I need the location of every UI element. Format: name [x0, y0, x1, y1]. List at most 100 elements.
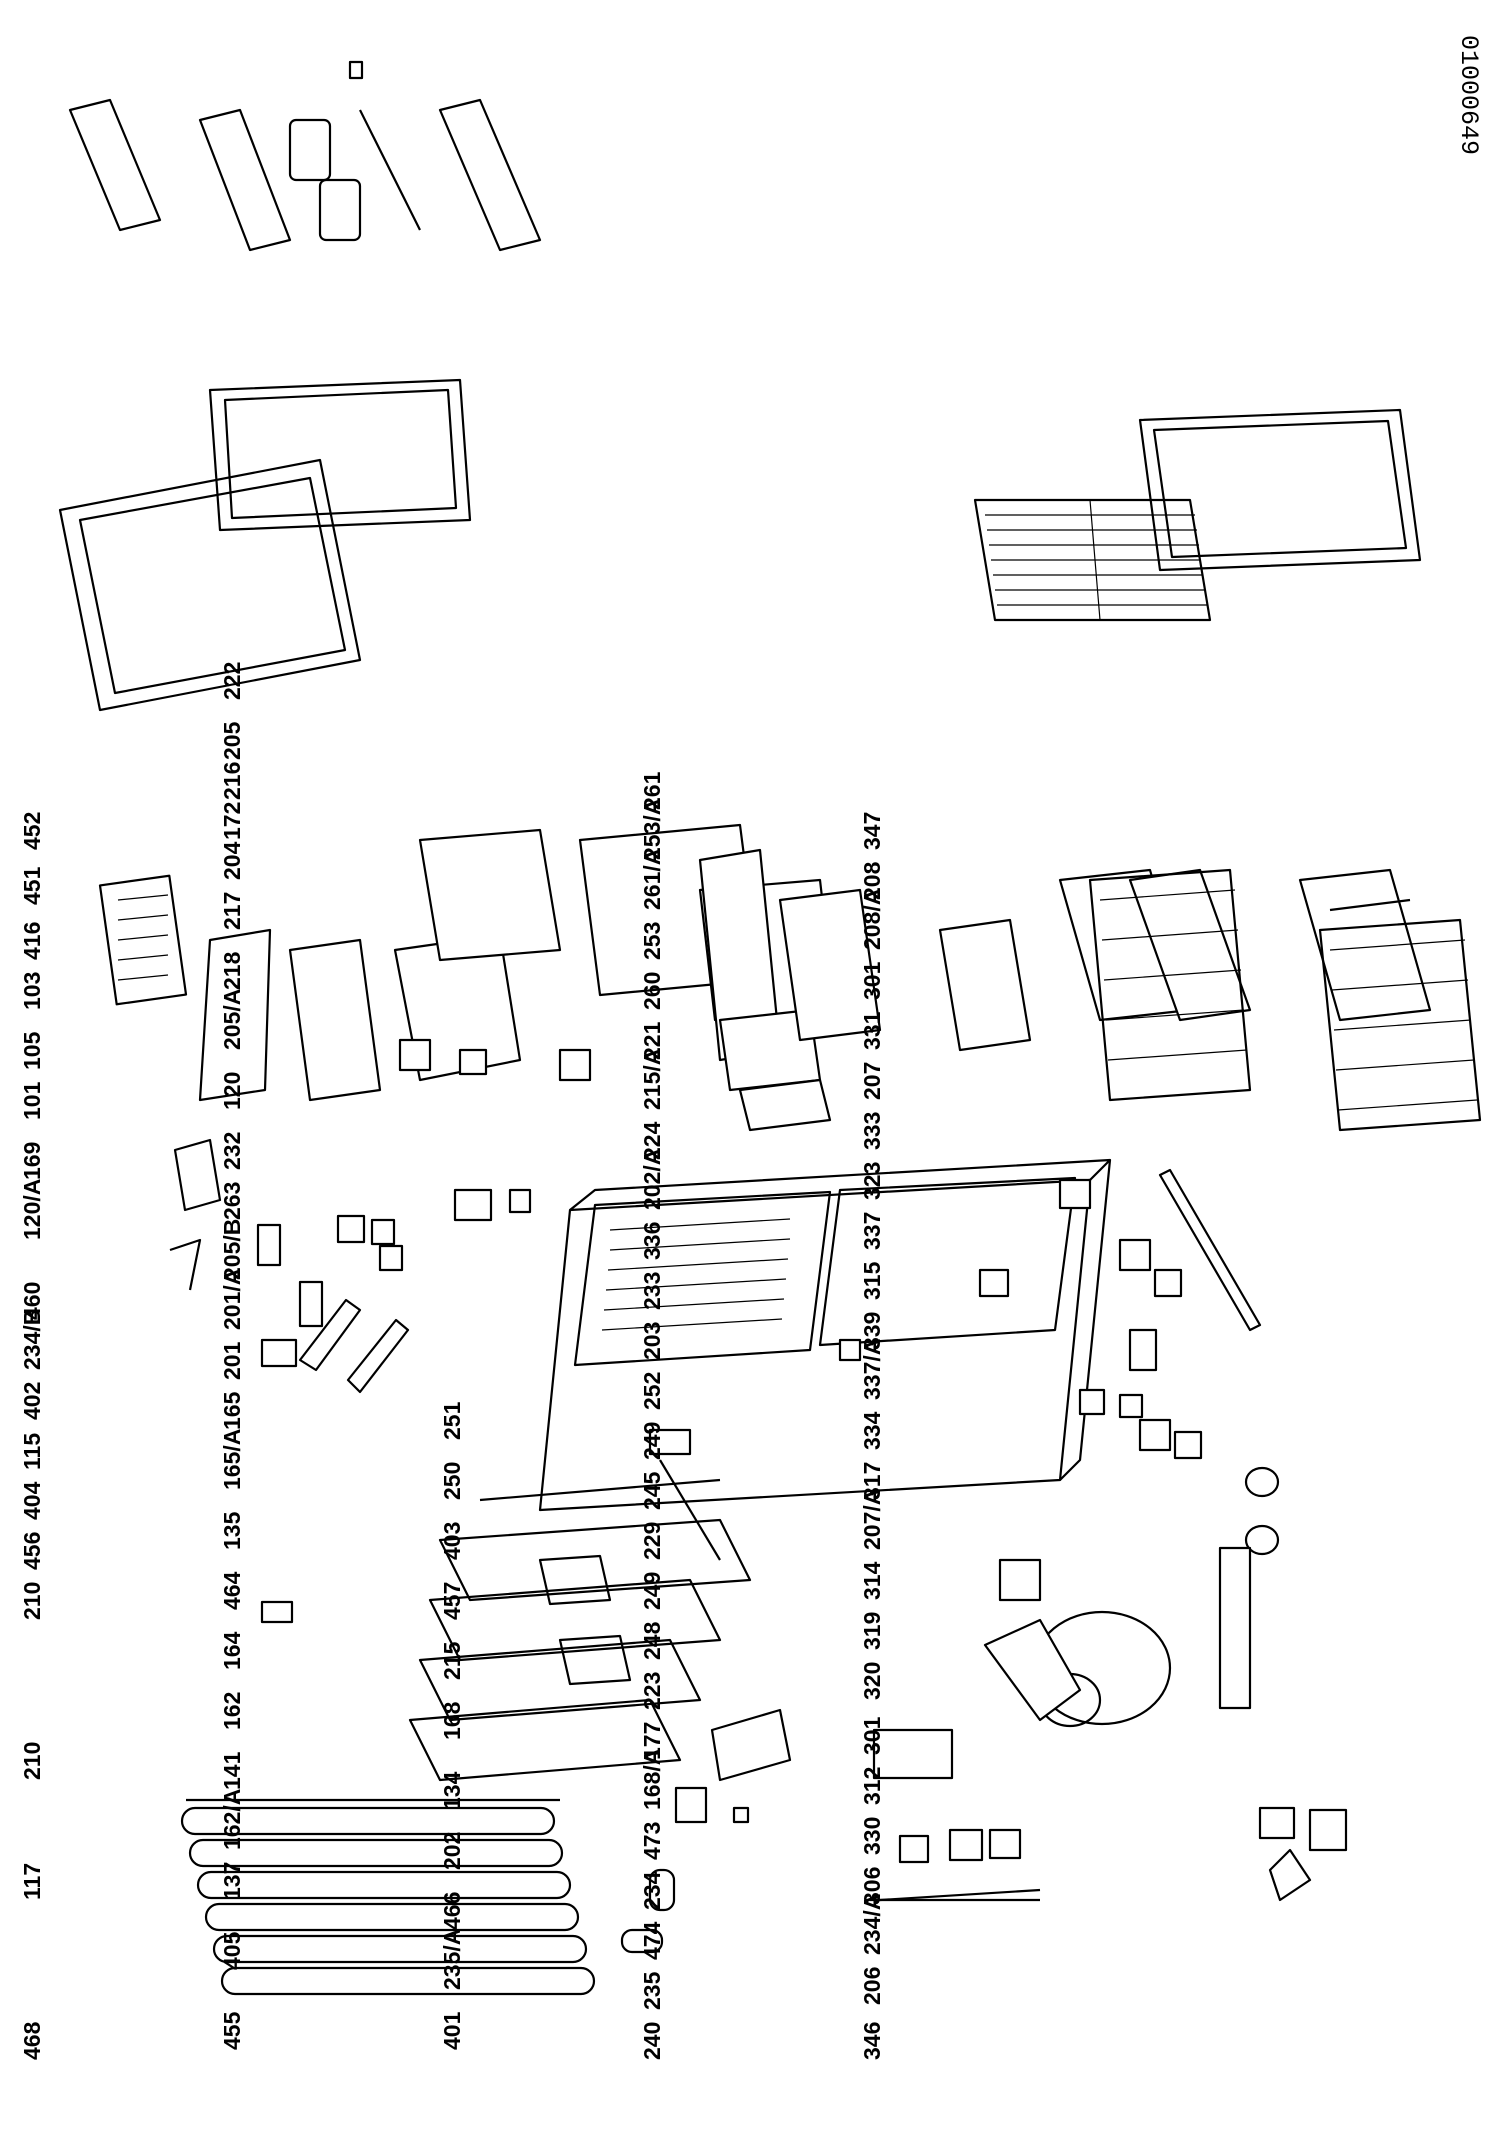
part-label: 234 [639, 1871, 665, 1910]
part-label: 215 [439, 1641, 465, 1680]
wire-baskets [1088, 868, 1482, 1132]
part-label: 323 [859, 1162, 885, 1200]
part-label: 315 [859, 1261, 885, 1300]
part-label: 205/B [219, 1219, 245, 1280]
part-label: 172 [219, 802, 245, 840]
part-label: 333 [859, 1112, 885, 1150]
part-label: 105 [19, 1031, 45, 1070]
part-label: 162 [219, 1692, 245, 1730]
part-label: 232 [219, 1132, 245, 1170]
part-label: 347 [859, 812, 885, 850]
part-label: 337 [859, 1212, 885, 1250]
part-label: 164 [219, 1631, 245, 1670]
part-label: 240 [639, 2022, 665, 2060]
part-label: 210 [19, 1742, 45, 1780]
part-label: 245 [639, 1471, 665, 1510]
evaporator-coil-part-210 [408, 1459, 752, 1782]
part-label: 202 [439, 1832, 465, 1870]
part-label: 456 [19, 1532, 45, 1570]
part-label: 206 [859, 1967, 885, 2005]
condenser-coil-part-117 [180, 1798, 596, 1996]
part-label: 217 [219, 892, 245, 930]
part-label: 117 [19, 1863, 45, 1900]
part-label: 201/A [219, 1269, 245, 1330]
part-label: 202/A [639, 1149, 665, 1210]
part-label: 205 [219, 721, 245, 760]
misc-parts-bottom-left [260, 1600, 1040, 1954]
part-label: 250 [439, 1462, 465, 1500]
part-labels: 468117210210456404115402234/B460120/A169… [19, 662, 885, 2060]
part-label: 331 [859, 1011, 885, 1050]
compressor-part-101 [879, 1466, 1348, 1902]
part-label: 330 [859, 1817, 885, 1855]
part-label: 169 [19, 1142, 45, 1180]
part-label: 261 [639, 771, 665, 810]
part-label: 233 [639, 1272, 665, 1310]
part-label: 452 [19, 812, 45, 850]
part-label: 235/A [439, 1929, 465, 1990]
part-label: 168 [439, 1701, 465, 1740]
part-label: 252 [639, 1372, 665, 1410]
part-label: 215/A [639, 1049, 665, 1110]
part-label: 468 [19, 2021, 45, 2060]
part-label: 317 [859, 1462, 885, 1500]
part-label: 165/A [219, 1429, 245, 1490]
part-label: 222 [219, 662, 245, 700]
part-label: 416 [19, 922, 45, 960]
part-label: 312 [859, 1767, 885, 1805]
part-label: 260 [639, 972, 665, 1010]
part-label: 205/A [219, 989, 245, 1050]
part-label: 120/A [19, 1179, 45, 1240]
part-label: 405 [219, 1931, 245, 1970]
part-label: 216 [219, 762, 245, 800]
part-label: 253 [639, 922, 665, 960]
part-label: 402 [19, 1382, 45, 1420]
part-label: 223 [639, 1672, 665, 1710]
freezer-grille-part-331 [973, 498, 1212, 622]
part-label: 320 [859, 1662, 885, 1700]
part-label: 301 [859, 1716, 885, 1755]
part-label: 208/A [859, 889, 885, 950]
part-label: 234/A [859, 1894, 885, 1955]
part-label: 263 [219, 1182, 245, 1220]
freezer-tray-part-240 [98, 874, 188, 1006]
drawing-code: 01000649 [1454, 35, 1483, 155]
part-label: 301 [859, 961, 885, 1000]
part-label: 251 [439, 1401, 465, 1440]
part-label: 165 [219, 1391, 245, 1430]
part-label: 115 [19, 1433, 45, 1470]
part-label: 168/A [639, 1749, 665, 1810]
part-label: 221 [639, 1021, 665, 1060]
part-label: 201 [219, 1341, 245, 1380]
part-label: 403 [439, 1522, 465, 1560]
part-label: 141 [219, 1751, 245, 1790]
part-label: 248 [639, 1621, 665, 1660]
part-label: 346 [859, 2022, 885, 2060]
part-label: 334 [859, 1411, 885, 1450]
part-label: 253/A [639, 799, 665, 860]
part-label: 249 [639, 1572, 665, 1610]
part-label: 473 [639, 1822, 665, 1860]
part-label: 203 [639, 1322, 665, 1360]
part-label: 134 [439, 1771, 465, 1810]
part-label: 207 [859, 1062, 885, 1100]
part-label: 339 [859, 1312, 885, 1350]
door-shelves-top-right [68, 60, 542, 252]
part-label: 224 [639, 1121, 665, 1160]
part-label: 204 [219, 841, 245, 880]
refrigerator-cabinet [538, 1158, 1112, 1512]
part-label: 460 [19, 1282, 45, 1320]
part-label: 120 [219, 1072, 245, 1110]
part-label: 210 [19, 1582, 45, 1620]
part-label: 464 [219, 1571, 245, 1610]
part-label: 455 [219, 2011, 245, 2050]
part-label: 162/A [219, 1789, 245, 1850]
part-label: 457 [439, 1582, 465, 1620]
part-label: 319 [859, 1612, 885, 1650]
part-label: 218 [219, 951, 245, 990]
part-label: 103 [19, 972, 45, 1010]
part-label: 474 [639, 1921, 665, 1960]
shelf-parts-middle [198, 823, 1432, 1132]
part-label: 207/A [859, 1489, 885, 1550]
